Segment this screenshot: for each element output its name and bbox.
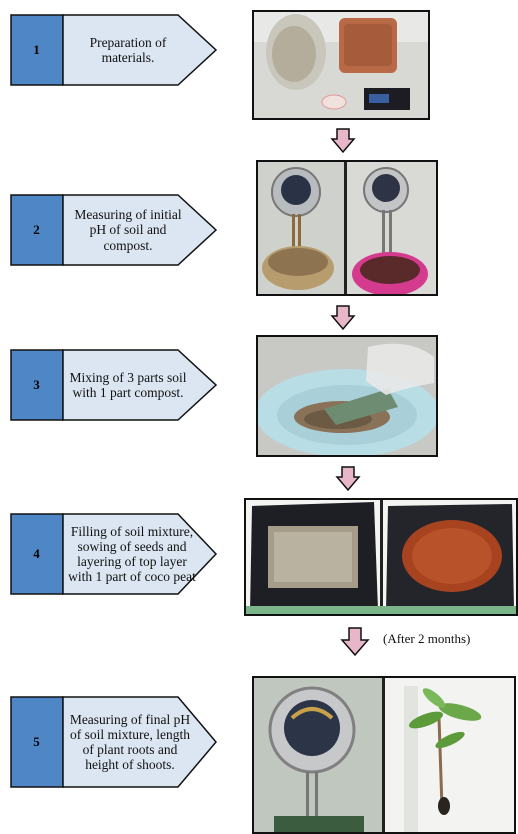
step-1: 1 Preparation of materials.: [10, 14, 218, 86]
down-arrow-1: [330, 128, 356, 154]
step-2: 2 Measuring of initial pH of soil and co…: [10, 194, 218, 266]
step-3-number: 3: [10, 349, 63, 421]
step-5-number: 5: [10, 696, 63, 788]
photo-initial-ph: [256, 160, 438, 296]
down-arrow-2: [330, 305, 356, 331]
step-4-label: Filling of soil mixture, sowing of seeds…: [68, 513, 196, 595]
after-note: (After 2 months): [383, 631, 470, 647]
photo-mixing: [256, 335, 438, 457]
step-2-number: 2: [10, 194, 63, 266]
step-4-number: 4: [10, 513, 63, 595]
step-5-label: Measuring of final pH of soil mixture, l…: [68, 696, 192, 788]
step-3-label: Mixing of 3 parts soil with 1 part compo…: [68, 349, 188, 421]
step-1-label: Preparation of materials.: [68, 14, 188, 86]
step-3: 3 Mixing of 3 parts soil with 1 part com…: [10, 349, 218, 421]
photo-final-measurement: [252, 676, 516, 834]
photo-soil-bags: [244, 498, 518, 616]
down-arrow-4: [340, 627, 370, 657]
step-2-label: Measuring of initial pH of soil and comp…: [68, 194, 188, 266]
photo-materials: [252, 10, 430, 120]
step-4: 4 Filling of soil mixture, sowing of see…: [10, 513, 218, 595]
step-1-number: 1: [10, 14, 63, 86]
down-arrow-3: [335, 466, 361, 492]
step-5: 5 Measuring of final pH of soil mixture,…: [10, 696, 218, 788]
